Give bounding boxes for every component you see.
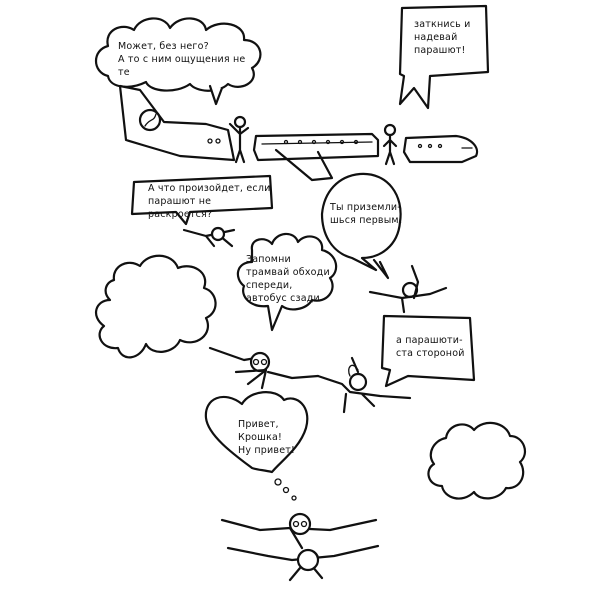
skydiver-icon [382,123,398,166]
cloud-icon [427,421,527,500]
skydiver-icon [368,264,448,314]
skydiver-icon [228,115,250,164]
skydiver-icon [316,356,412,414]
speech-text-heart: Привет, Крошка! Ну привет! [238,419,295,456]
cloud-icon [94,254,217,359]
speech-bubble-land-first [320,172,402,280]
speech-text-land-first: Ты приземли- шься первым! [330,202,403,226]
heart-icon [204,391,309,501]
skydiver-icon [226,544,380,582]
skydiver-icon [182,226,236,248]
speech-text-parachute-aside: а парашюти- ста стороной [396,335,465,359]
speech-text-what-if: А что произойдет, если парашют не раскро… [148,183,271,220]
skydiver-icon [208,346,320,390]
speech-box-top-right [398,4,490,110]
speech-text-tram: Запомни трамвай обходи спереди, автобус … [246,254,330,304]
skydiver-icon [220,512,378,550]
speech-box-what-if [130,174,274,226]
speech-cloud-tram [236,232,338,332]
speech-box-parachute-aside [380,314,476,388]
speech-text-top-left: Может, без него? А то с ним ощущения не … [118,41,246,78]
airplane-icon [118,84,479,182]
speech-cloud-top-left [94,17,262,106]
speech-text-top-right: заткнись и надевай парашют! [414,19,471,56]
